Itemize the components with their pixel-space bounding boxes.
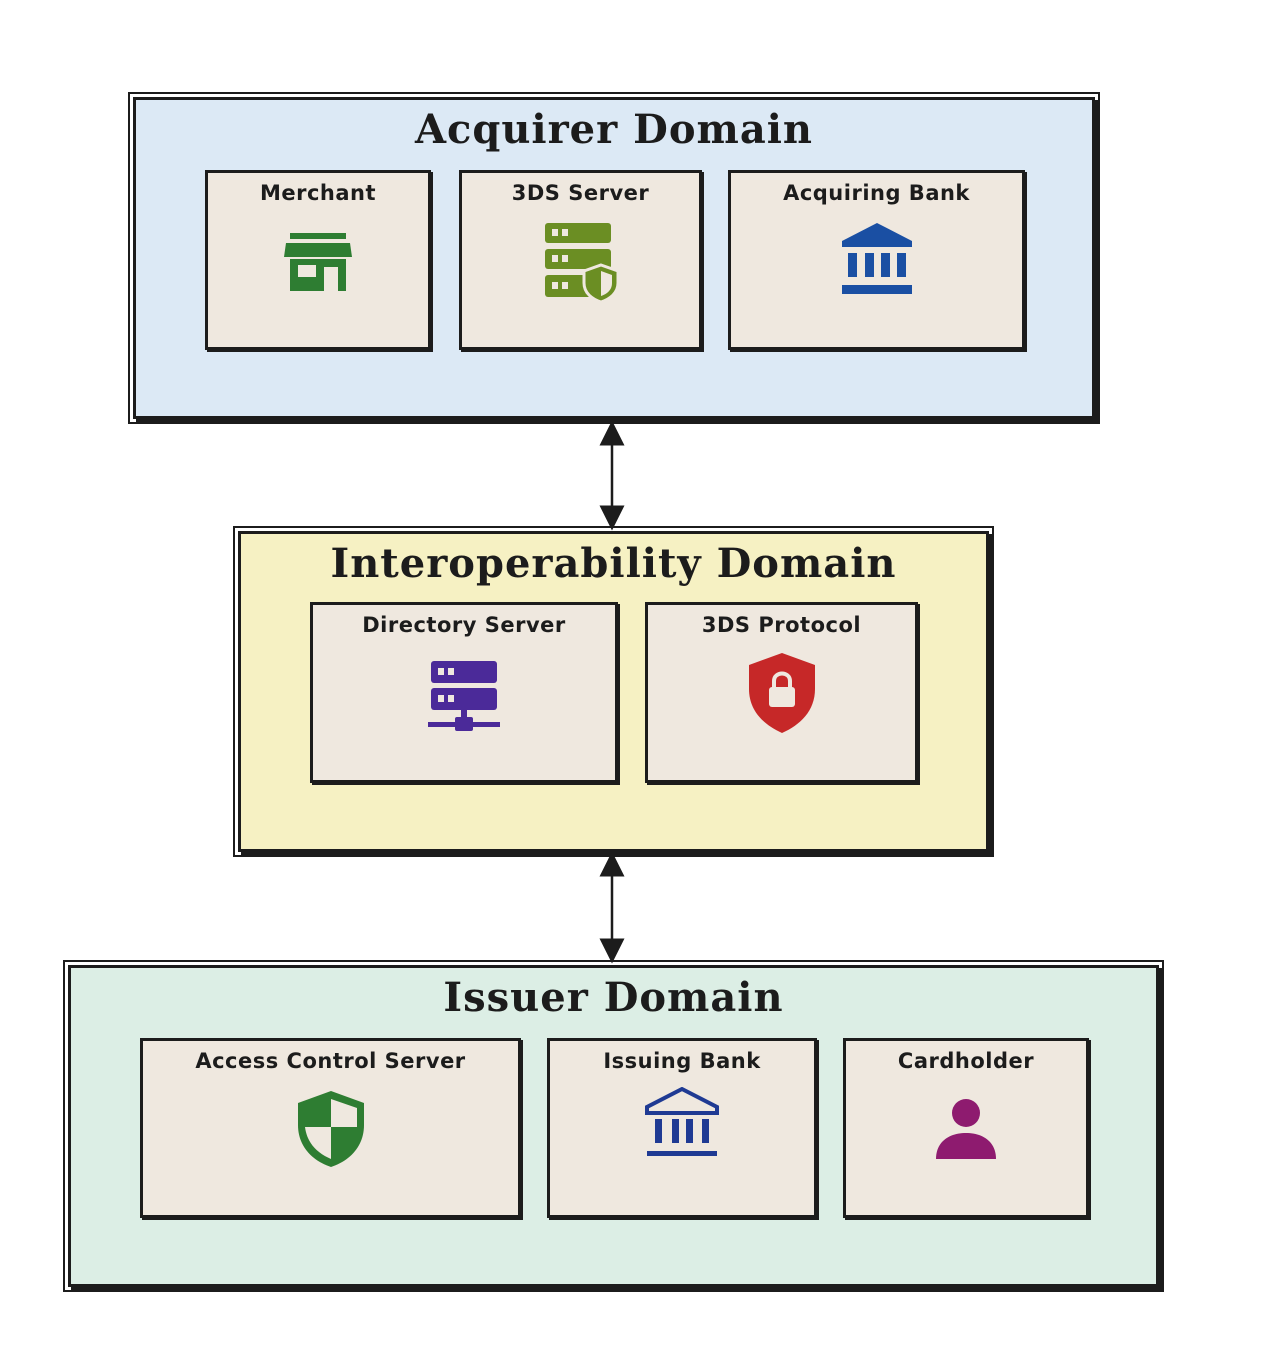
interoperability-domain-title: Interoperability Domain [330, 540, 897, 587]
acquiring-bank-label: Acquiring Bank [783, 181, 970, 205]
network-server-icon [428, 661, 500, 731]
merchant-label: Merchant [259, 181, 377, 205]
3ds-server-label: 3DS Server [511, 181, 650, 205]
access-control-server-node[interactable]: Access Control Server [140, 1038, 521, 1218]
acquirer-domain: Acquirer Domain Merchant 3DS Server Ac [128, 92, 1100, 424]
issuer-domain: Issuer Domain Access Control Server Issu… [63, 960, 1164, 1292]
issuing-bank-label: Issuing Bank [603, 1049, 761, 1073]
directory-server-node[interactable]: Directory Server [310, 602, 618, 783]
cardholder-node[interactable]: Cardholder [843, 1038, 1089, 1218]
directory-server-label: Directory Server [362, 613, 566, 637]
acquiring-bank-node[interactable]: Acquiring Bank [728, 170, 1025, 350]
issuer-domain-title: Issuer Domain [443, 974, 784, 1021]
server-shield-icon [544, 223, 619, 303]
security-shield-icon [297, 1091, 364, 1167]
issuing-bank-node[interactable]: Issuing Bank [547, 1038, 817, 1218]
interoperability-domain: Interoperability Domain Directory Server… [233, 526, 994, 857]
3ds-protocol-label: 3DS Protocol [701, 613, 862, 637]
acquirer-domain-title: Acquirer Domain [414, 106, 814, 153]
merchant-node[interactable]: Merchant [205, 170, 431, 350]
3ds-server-node[interactable]: 3DS Server [459, 170, 702, 350]
bank-icon [645, 1087, 719, 1156]
access-control-server-label: Access Control Server [195, 1049, 466, 1073]
storefront-icon [284, 233, 352, 291]
cardholder-label: Cardholder [897, 1049, 1035, 1073]
person-icon [936, 1099, 996, 1159]
3ds-protocol-node[interactable]: 3DS Protocol [645, 602, 918, 783]
shield-lock-icon [748, 653, 815, 733]
bank-icon [841, 223, 912, 294]
